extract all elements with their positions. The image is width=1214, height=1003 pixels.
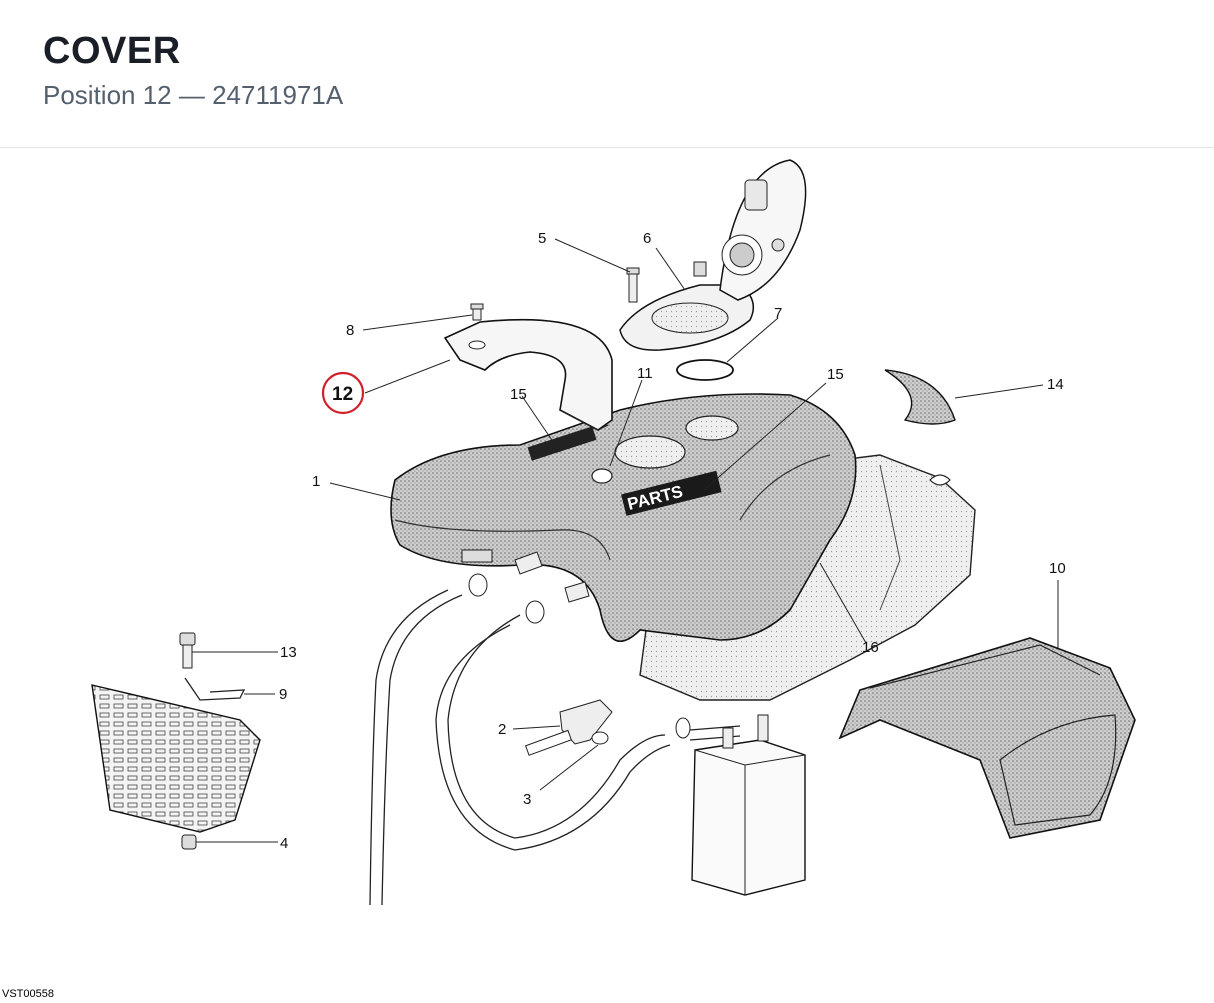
callout-16: 16 bbox=[862, 639, 879, 656]
rear-cover-part-10 bbox=[838, 637, 1136, 839]
drawing-reference: VST00558 bbox=[2, 988, 54, 1000]
callout-11: 11 bbox=[637, 365, 653, 382]
callout-5: 5 bbox=[538, 230, 546, 247]
callout-4: 4 bbox=[280, 835, 288, 852]
header: COVER Position 12 — 24711971A bbox=[0, 0, 1214, 148]
callout-7: 7 bbox=[774, 305, 782, 322]
callout-1: 1 bbox=[312, 473, 320, 490]
callout-9: 9 bbox=[279, 686, 287, 703]
nut-part-4 bbox=[181, 834, 197, 850]
leader-lines bbox=[192, 238, 1059, 843]
bracket-part-2 bbox=[524, 699, 613, 756]
callout-2: 2 bbox=[498, 721, 506, 738]
callout-15b: 15 bbox=[827, 366, 844, 383]
o-ring-part-7 bbox=[676, 359, 734, 381]
fuel-cap-part-6 bbox=[619, 159, 807, 351]
highlight-circle-part-12 bbox=[321, 371, 365, 415]
exploded-parts-diagram: PARTS bbox=[91, 159, 1136, 906]
bolt-part-13 bbox=[179, 632, 196, 669]
fuel-tank-cover-part-1: PARTS bbox=[390, 393, 857, 642]
callout-14: 14 bbox=[1047, 376, 1064, 393]
callouts: 1 2 3 4 5 6 7 8 9 10 11 12 13 14 15 15 1… bbox=[279, 230, 1066, 852]
evap-canister bbox=[691, 714, 806, 896]
hose-clamps bbox=[468, 573, 691, 739]
screw-part-5 bbox=[626, 267, 640, 303]
callout-13: 13 bbox=[280, 644, 297, 661]
callout-12: 12 bbox=[332, 384, 353, 405]
callout-3: 3 bbox=[523, 791, 531, 808]
screw-part-8 bbox=[470, 303, 484, 321]
fuel-hoses bbox=[369, 589, 741, 906]
page-subtitle: Position 12 — 24711971A bbox=[43, 80, 344, 110]
callout-8: 8 bbox=[346, 322, 354, 339]
callout-10: 10 bbox=[1049, 560, 1066, 577]
side-fairing-part-14 bbox=[884, 369, 956, 425]
handle-cover-part-12 bbox=[443, 318, 613, 431]
bracket-part-9 bbox=[184, 677, 246, 701]
callout-15a: 15 bbox=[510, 386, 527, 403]
grommet-part-3 bbox=[591, 731, 609, 745]
callout-6: 6 bbox=[643, 230, 651, 247]
radiator-grille bbox=[91, 684, 261, 833]
page-title: COVER bbox=[43, 30, 181, 72]
